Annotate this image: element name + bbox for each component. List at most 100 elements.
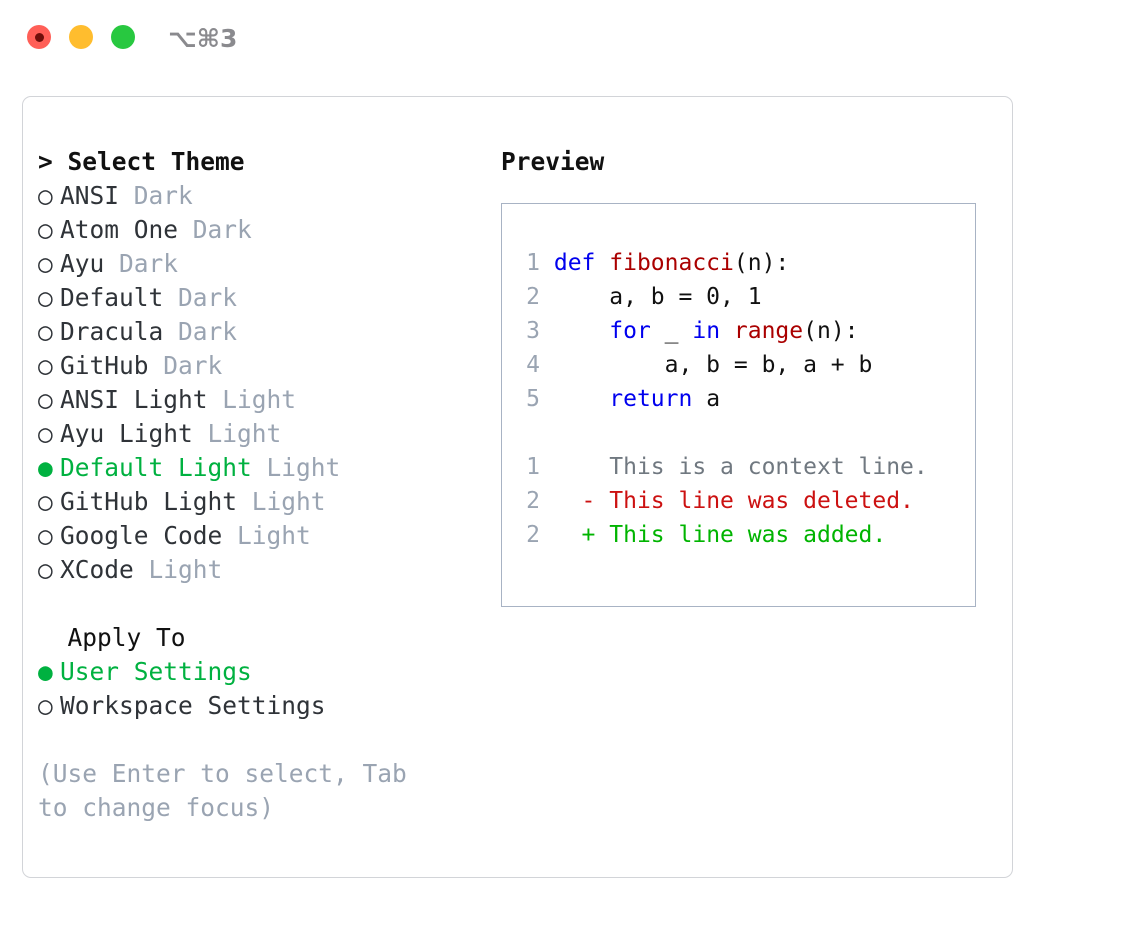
theme-option-kind: Light	[207, 419, 282, 448]
theme-option-kind: Dark	[192, 215, 252, 244]
code-token: a, b = b, a + b	[553, 352, 873, 378]
code-token: for	[553, 318, 665, 344]
theme-option-kind: Dark	[133, 181, 193, 210]
apply-to-option[interactable]: ●User Settings	[38, 655, 478, 689]
preview-column: Preview 1 def fibonacci(n):2 a, b = 0, 1…	[501, 145, 1001, 607]
theme-option-name: Google Code	[60, 521, 223, 550]
theme-option-kind: Dark	[163, 351, 223, 380]
theme-option[interactable]: ○Ayu Light Light	[38, 417, 478, 451]
code-token: return	[553, 386, 707, 412]
theme-option-name: Atom One	[60, 215, 179, 244]
code-line: 4 a, b = b, a + b	[516, 348, 969, 382]
theme-option-name: Ayu	[60, 249, 105, 278]
theme-option[interactable]: ○Dracula Dark	[38, 315, 478, 349]
apply-to-list: ●User Settings○Workspace Settings	[38, 655, 478, 723]
apply-to-section: Apply To ●User Settings○Workspace Settin…	[38, 621, 478, 723]
keyboard-hint-text: (Use Enter to select, Tab to change focu…	[38, 759, 422, 822]
line-number: 1	[526, 454, 540, 480]
theme-option[interactable]: ○Default Dark	[38, 281, 478, 315]
diff-line: 1 This is a context line.	[516, 450, 969, 484]
line-number: 5	[526, 386, 540, 412]
apply-to-option-name: Workspace Settings	[60, 691, 326, 720]
theme-option-kind: Light	[222, 385, 297, 414]
code-token: _	[664, 318, 693, 344]
line-number: 2	[526, 284, 540, 310]
theme-option-kind: Dark	[178, 317, 238, 346]
theme-option[interactable]: ○Ayu Dark	[38, 247, 478, 281]
line-number: 2	[526, 522, 540, 548]
apply-to-option[interactable]: ○Workspace Settings	[38, 689, 478, 723]
content-panel: > Select Theme ○ANSI Dark○Atom One Dark○…	[22, 96, 1013, 878]
radio-unselected-icon: ○	[38, 521, 53, 550]
theme-option-kind: Light	[266, 453, 341, 482]
theme-option-name: XCode	[60, 555, 134, 584]
select-theme-header: > Select Theme	[38, 147, 245, 176]
code-token: range	[733, 318, 804, 344]
theme-list: ○ANSI Dark○Atom One Dark○Ayu Dark○Defaul…	[38, 179, 478, 587]
code-line: 3 for _ in range(n):	[516, 314, 969, 348]
theme-option[interactable]: ●Default Light Light	[38, 451, 478, 485]
theme-option[interactable]: ○GitHub Light Light	[38, 485, 478, 519]
minimize-button[interactable]	[69, 25, 93, 49]
radio-unselected-icon: ○	[38, 215, 53, 244]
theme-option-name: Default	[60, 283, 164, 312]
radio-unselected-icon: ○	[38, 691, 53, 720]
radio-unselected-icon: ○	[38, 249, 53, 278]
radio-unselected-icon: ○	[38, 283, 53, 312]
code-token: fibonacci	[609, 250, 734, 276]
diff-text: This line was added.	[609, 522, 887, 548]
line-number: 4	[526, 352, 540, 378]
radio-unselected-icon: ○	[38, 351, 53, 380]
code-token: def	[553, 250, 610, 276]
theme-option-kind: Dark	[119, 249, 179, 278]
diff-line: 2 - This line was deleted.	[516, 484, 969, 518]
radio-unselected-icon: ○	[38, 487, 53, 516]
code-line: 1 def fibonacci(n):	[516, 246, 969, 280]
theme-option-name: GitHub Light	[60, 487, 238, 516]
code-token: a	[706, 386, 721, 412]
theme-selector-column: > Select Theme ○ANSI Dark○Atom One Dark○…	[38, 145, 478, 825]
theme-option-kind: Light	[251, 487, 326, 516]
theme-option-name: Default Light	[60, 453, 252, 482]
diff-text: This is a context line.	[609, 454, 928, 480]
theme-option[interactable]: ○ANSI Light Light	[38, 383, 478, 417]
line-number: 1	[526, 250, 540, 276]
code-token: (n):	[733, 250, 790, 276]
code-token: a, b = 0, 1	[553, 284, 762, 310]
radio-unselected-icon: ○	[38, 419, 53, 448]
apply-to-option-name: User Settings	[60, 657, 252, 686]
theme-option-kind: Light	[237, 521, 311, 550]
theme-option-name: ANSI	[60, 181, 120, 210]
theme-option-kind: Light	[148, 555, 223, 584]
theme-option-kind: Dark	[178, 283, 238, 312]
radio-unselected-icon: ○	[38, 317, 53, 346]
theme-option[interactable]: ○Atom One Dark	[38, 213, 478, 247]
radio-unselected-icon: ○	[38, 181, 53, 210]
diff-text: This line was deleted.	[609, 488, 914, 514]
code-token: in	[692, 318, 734, 344]
radio-selected-icon: ●	[38, 453, 53, 482]
code-spacer	[516, 416, 969, 450]
theme-option[interactable]: ○Google Code Light	[38, 519, 478, 553]
theme-option-name: Ayu Light	[60, 419, 193, 448]
diff-marker: -	[581, 488, 596, 514]
line-number: 2	[526, 488, 540, 514]
traffic-lights	[27, 25, 135, 49]
diff-marker: +	[581, 522, 596, 548]
theme-option[interactable]: ○ANSI Dark	[38, 179, 478, 213]
theme-option[interactable]: ○XCode Light	[38, 553, 478, 587]
theme-option[interactable]: ○GitHub Dark	[38, 349, 478, 383]
zoom-button[interactable]	[111, 25, 135, 49]
diff-marker	[582, 454, 596, 480]
keyboard-shortcut-label: ⌥⌘3	[168, 24, 238, 53]
theme-option-name: GitHub	[60, 351, 149, 380]
code-token: (n):	[803, 318, 859, 344]
radio-unselected-icon: ○	[38, 555, 53, 584]
line-number: 3	[526, 318, 540, 344]
code-line: 5 return a	[516, 382, 969, 416]
close-button[interactable]	[27, 25, 51, 49]
radio-unselected-icon: ○	[38, 385, 53, 414]
theme-option-name: Dracula	[60, 317, 164, 346]
